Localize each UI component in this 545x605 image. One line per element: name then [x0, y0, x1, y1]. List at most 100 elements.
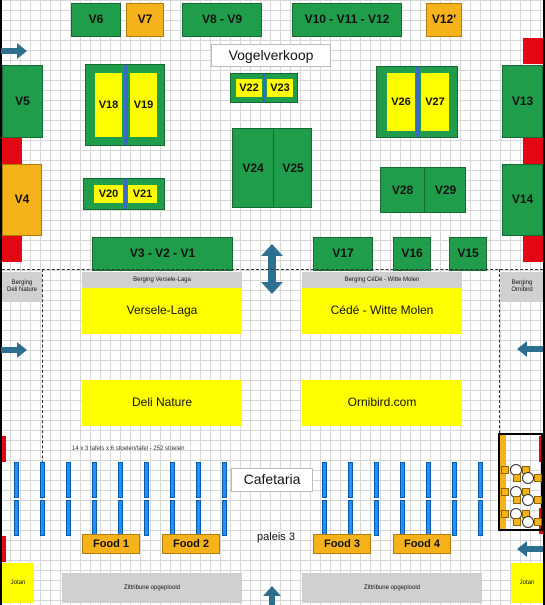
- exit-left-3: [2, 436, 6, 462]
- table: [170, 462, 175, 498]
- food-2[interactable]: Food 2: [162, 534, 220, 554]
- stand-divider: [263, 74, 266, 102]
- stand-divider: [424, 168, 425, 212]
- table: [66, 462, 71, 498]
- stand-v29[interactable]: V29: [434, 183, 457, 197]
- exhibitor-cede[interactable]: Cédé - Witte Molen: [302, 288, 462, 334]
- stand-v4[interactable]: V4: [2, 164, 42, 236]
- table: [40, 462, 45, 498]
- table: [426, 500, 431, 536]
- stand-v18[interactable]: V18: [95, 73, 122, 137]
- stand-v14[interactable]: V14: [502, 164, 543, 236]
- cafe-chair: [534, 518, 542, 526]
- stand-divider: [124, 179, 127, 209]
- stand-v15[interactable]: V15: [449, 237, 487, 271]
- food-4[interactable]: Food 4: [393, 534, 451, 554]
- wall-left: [0, 0, 2, 605]
- cafe-chair: [513, 518, 521, 526]
- zone-line: [42, 269, 43, 529]
- stand-v26[interactable]: V26: [387, 73, 415, 131]
- table: [374, 462, 379, 498]
- jotun-left: Jotan: [2, 563, 34, 603]
- zone-line: [499, 269, 500, 529]
- stand-v22[interactable]: V22: [236, 79, 262, 97]
- stand-v24[interactable]: V24: [242, 161, 264, 175]
- stand-divider: [416, 67, 420, 137]
- cafe-chair: [534, 496, 542, 504]
- storage-cede: Berging CéDé - Witte Molen: [302, 272, 462, 288]
- stand-v8-v9[interactable]: V8 - V9: [182, 3, 262, 37]
- stand-v12-prime[interactable]: V12': [426, 3, 462, 37]
- jotun-right: Jotan: [511, 563, 543, 603]
- arrow-up-icon: [263, 586, 281, 605]
- stand-v20[interactable]: V20: [94, 185, 123, 203]
- stand-v18-v19[interactable]: V18 V19: [85, 64, 165, 146]
- exhibitor-deli-nature[interactable]: Deli Nature: [82, 380, 242, 426]
- arrow-right-icon: [1, 342, 27, 358]
- cafetaria-label: Cafetaria: [231, 468, 313, 492]
- table: [478, 462, 483, 498]
- stand-v7[interactable]: V7: [126, 3, 164, 37]
- stand-v19[interactable]: V19: [130, 73, 157, 137]
- table: [222, 462, 227, 498]
- table: [348, 500, 353, 536]
- exit-left-4: [2, 536, 6, 562]
- arrow-right-icon: [1, 43, 27, 59]
- exhibitor-ornibird[interactable]: Ornibird.com: [302, 380, 462, 426]
- stand-v3-v1[interactable]: V3 - V2 - V1: [92, 237, 233, 271]
- stand-v6[interactable]: V6: [71, 3, 121, 37]
- stand-v21[interactable]: V21: [128, 185, 157, 203]
- storage-orni-line1: Berging: [511, 280, 533, 287]
- exhibitor-versele-laga[interactable]: Versele-Laga: [82, 288, 242, 334]
- exit-right-1: [523, 138, 543, 164]
- paleis-label: paleis 3: [257, 530, 295, 543]
- stand-v27[interactable]: V27: [421, 73, 449, 131]
- food-1[interactable]: Food 1: [82, 534, 140, 554]
- table: [144, 500, 149, 536]
- stand-v22-v23[interactable]: V22 V23: [230, 73, 298, 103]
- arrow-left-icon: [517, 341, 543, 357]
- table: [322, 500, 327, 536]
- counter: [500, 435, 506, 529]
- exit-right-2: [523, 236, 543, 262]
- stand-v26-v27[interactable]: V26 V27: [376, 66, 458, 138]
- table: [40, 500, 45, 536]
- table: [222, 500, 227, 536]
- stand-v25[interactable]: V25: [282, 161, 304, 175]
- arrow-left-icon: [517, 541, 543, 557]
- stand-v13[interactable]: V13: [502, 65, 543, 138]
- cafe-chair: [534, 474, 542, 482]
- cafe-chair: [501, 488, 509, 496]
- tribune-right: Zittribune opgeplooid: [302, 573, 482, 603]
- table: [348, 462, 353, 498]
- stand-v28[interactable]: V28: [391, 183, 414, 197]
- stand-v24-v25[interactable]: V24 V25: [232, 128, 312, 208]
- food-3[interactable]: Food 3: [313, 534, 371, 554]
- table: [196, 500, 201, 536]
- exit-left-1: [2, 138, 22, 164]
- stand-v10-v12[interactable]: V10 - V11 - V12: [292, 3, 402, 37]
- wall-right: [543, 0, 545, 605]
- exit-right-top: [523, 38, 543, 64]
- stand-v23[interactable]: V23: [267, 79, 293, 97]
- stand-v28-v29[interactable]: V28 V29: [380, 167, 466, 213]
- stand-v17[interactable]: V17: [313, 237, 373, 271]
- stand-v5[interactable]: V5: [2, 65, 43, 138]
- storage-ornibird: Berging Ornibird: [501, 272, 543, 302]
- table: [374, 500, 379, 536]
- table: [92, 462, 97, 498]
- tables-note: 14 x 3 tafels x 6 stoelen/tafel - 252 st…: [72, 445, 185, 452]
- storage-deli-line2: Deli Nature: [6, 287, 37, 293]
- zone-line: [2, 269, 543, 270]
- stand-v16[interactable]: V16: [393, 237, 431, 271]
- stand-v20-v21[interactable]: V20 V21: [83, 178, 165, 210]
- table: [170, 500, 175, 536]
- storage-deli-line1: Berging: [11, 280, 33, 287]
- table: [14, 462, 19, 498]
- cafe-table: [522, 516, 534, 528]
- cafe-chair: [513, 474, 521, 482]
- cafe-chair: [513, 496, 521, 504]
- cafe-table: [522, 494, 534, 506]
- cafe-chair: [501, 510, 509, 518]
